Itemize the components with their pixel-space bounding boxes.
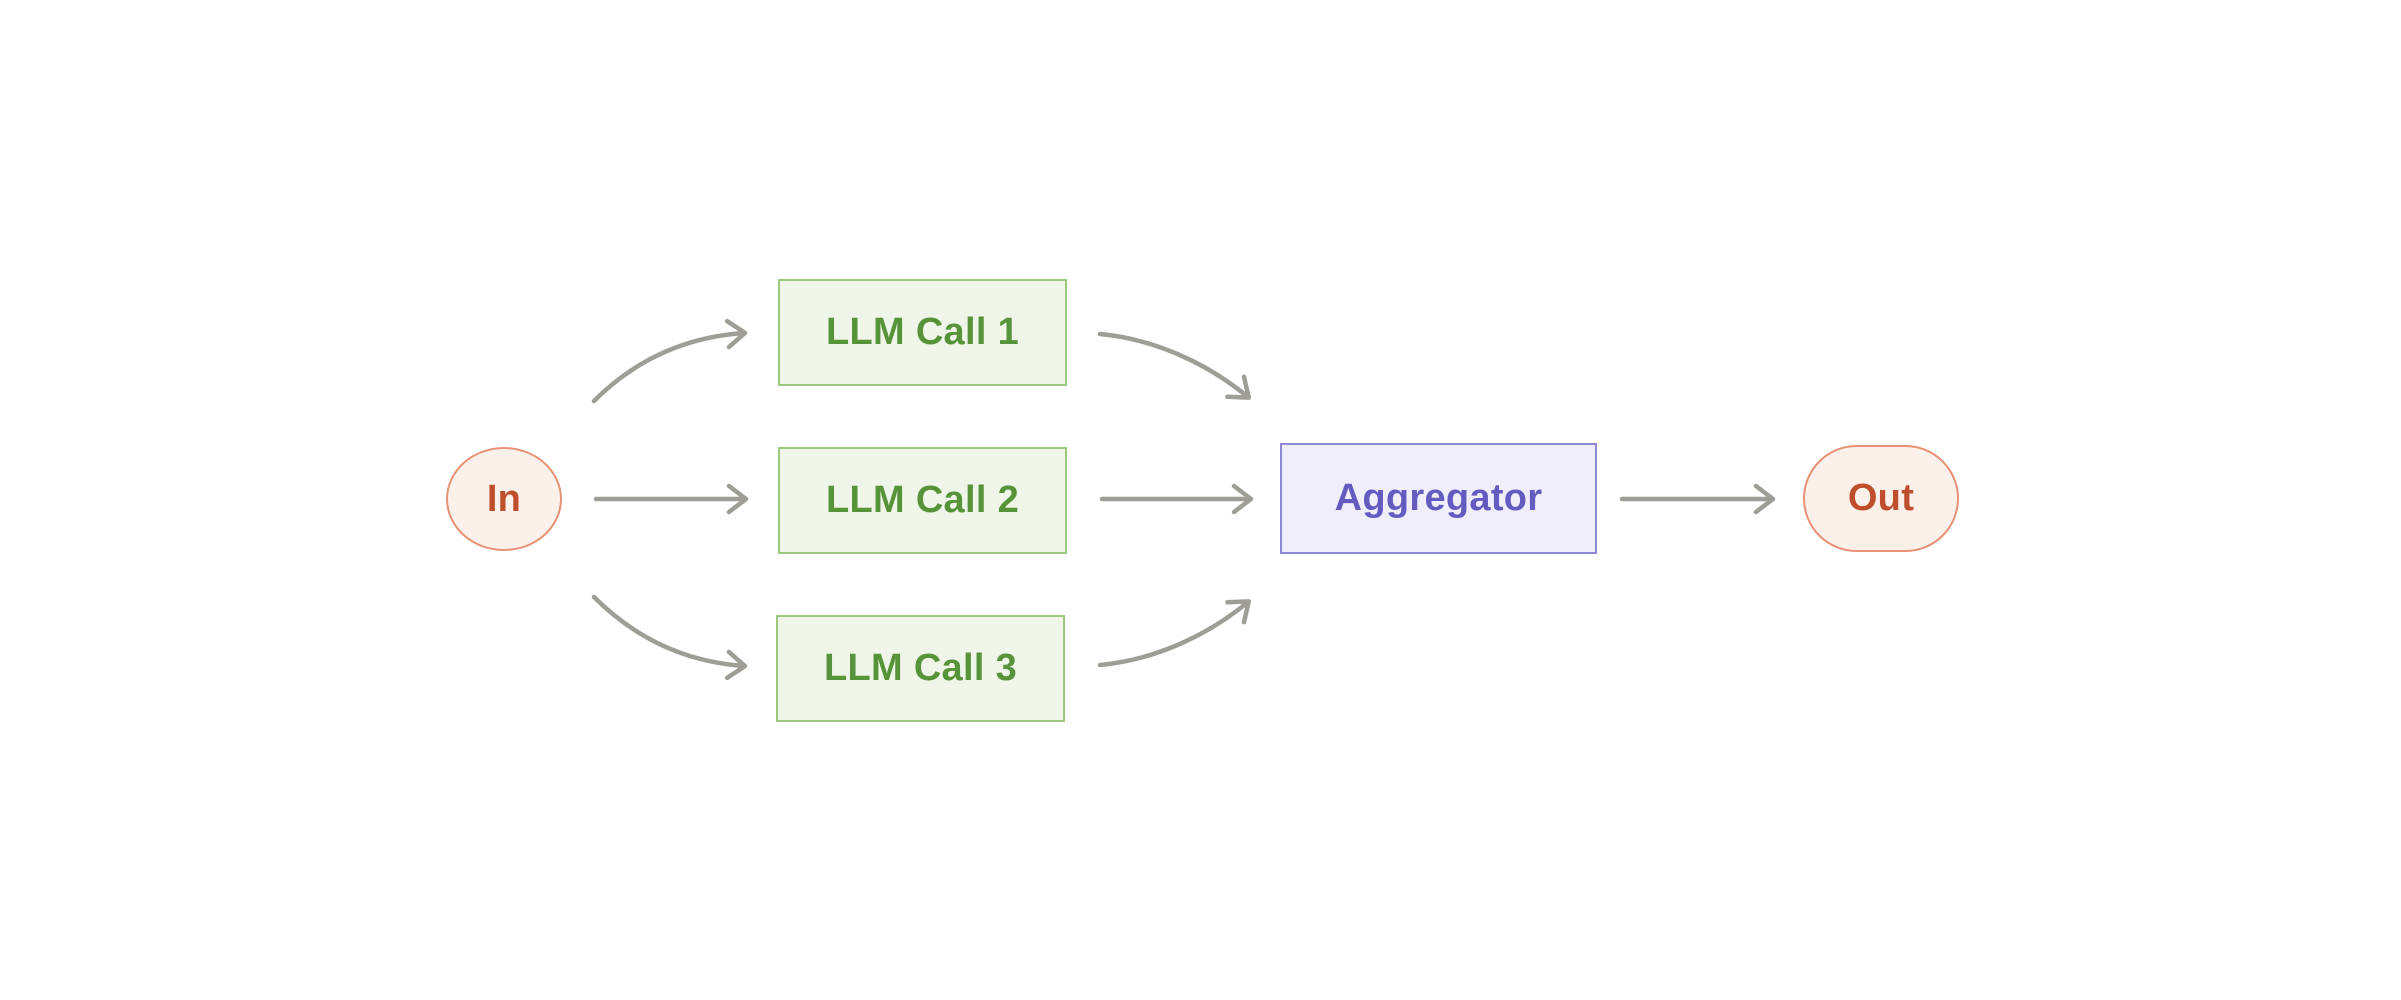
node-llm-call-1-label: LLM Call 1 (825, 311, 1020, 353)
edge-in-to-llm-call-1 (591, 318, 748, 404)
node-out-label: Out (1847, 477, 1915, 519)
node-llm-call-1: LLM Call 1 (778, 279, 1067, 386)
node-out: Out (1803, 445, 1959, 552)
node-in-label: In (486, 477, 522, 520)
edge-in-to-llm-call-3 (591, 594, 748, 681)
node-in: In (446, 447, 562, 551)
edge-llm-call-3-to-aggregator (1097, 599, 1252, 668)
node-llm-call-3: LLM Call 3 (776, 615, 1065, 722)
node-llm-call-2-label: LLM Call 2 (825, 479, 1020, 521)
node-llm-call-3-label: LLM Call 3 (823, 647, 1018, 689)
node-aggregator: Aggregator (1280, 443, 1597, 554)
node-aggregator-label: Aggregator (1334, 477, 1543, 519)
node-llm-call-2: LLM Call 2 (778, 447, 1067, 554)
edge-llm-call-1-to-aggregator (1097, 331, 1252, 400)
